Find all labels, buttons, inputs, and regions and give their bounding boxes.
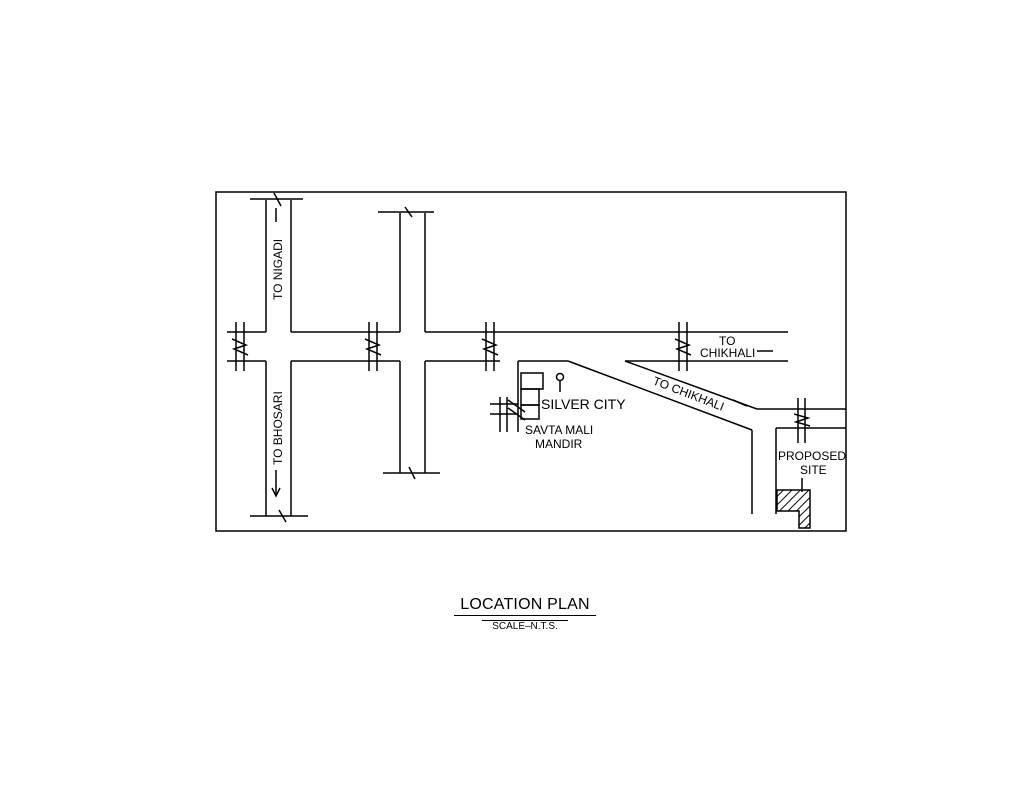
label-to-nigadi: TO NIGADI — [271, 239, 285, 300]
proposed-site-plot — [776, 489, 811, 529]
label-proposed-2: SITE — [800, 463, 827, 477]
label-to-chikhali-upper-1: TO — [719, 334, 735, 348]
road-break-1 — [231, 322, 249, 371]
label-proposed-1: PROPOSED — [778, 449, 846, 463]
label-silver-city: SILVER CITY — [541, 396, 626, 412]
label-to-chikhali-upper-2: CHIKHALI — [700, 346, 755, 360]
road-break-5 — [793, 398, 811, 443]
map-frame — [215, 191, 847, 532]
plan-title: LOCATION PLAN — [454, 596, 596, 616]
label-savta-mali-1: SAVTA MALI — [525, 423, 593, 437]
arrow-to-chikhali-diag — [732, 399, 748, 407]
road-vertical-2 — [378, 206, 440, 480]
silver-city-blocks — [520, 372, 565, 420]
plan-scale: SCALE–N.T.S. — [482, 620, 568, 632]
road-side-savta — [490, 397, 526, 432]
label-to-bhosari: TO BHOSARI — [271, 391, 285, 465]
road-break-4 — [674, 322, 692, 371]
arrow-to-bhosari — [271, 470, 281, 498]
road-nigadi-bhosari — [250, 192, 308, 523]
label-savta-mali-2: MANDIR — [535, 437, 583, 451]
road-break-3 — [481, 322, 499, 371]
plan-caption: LOCATION PLAN SCALE–N.T.S. — [440, 596, 610, 634]
road-break-2 — [364, 322, 382, 371]
